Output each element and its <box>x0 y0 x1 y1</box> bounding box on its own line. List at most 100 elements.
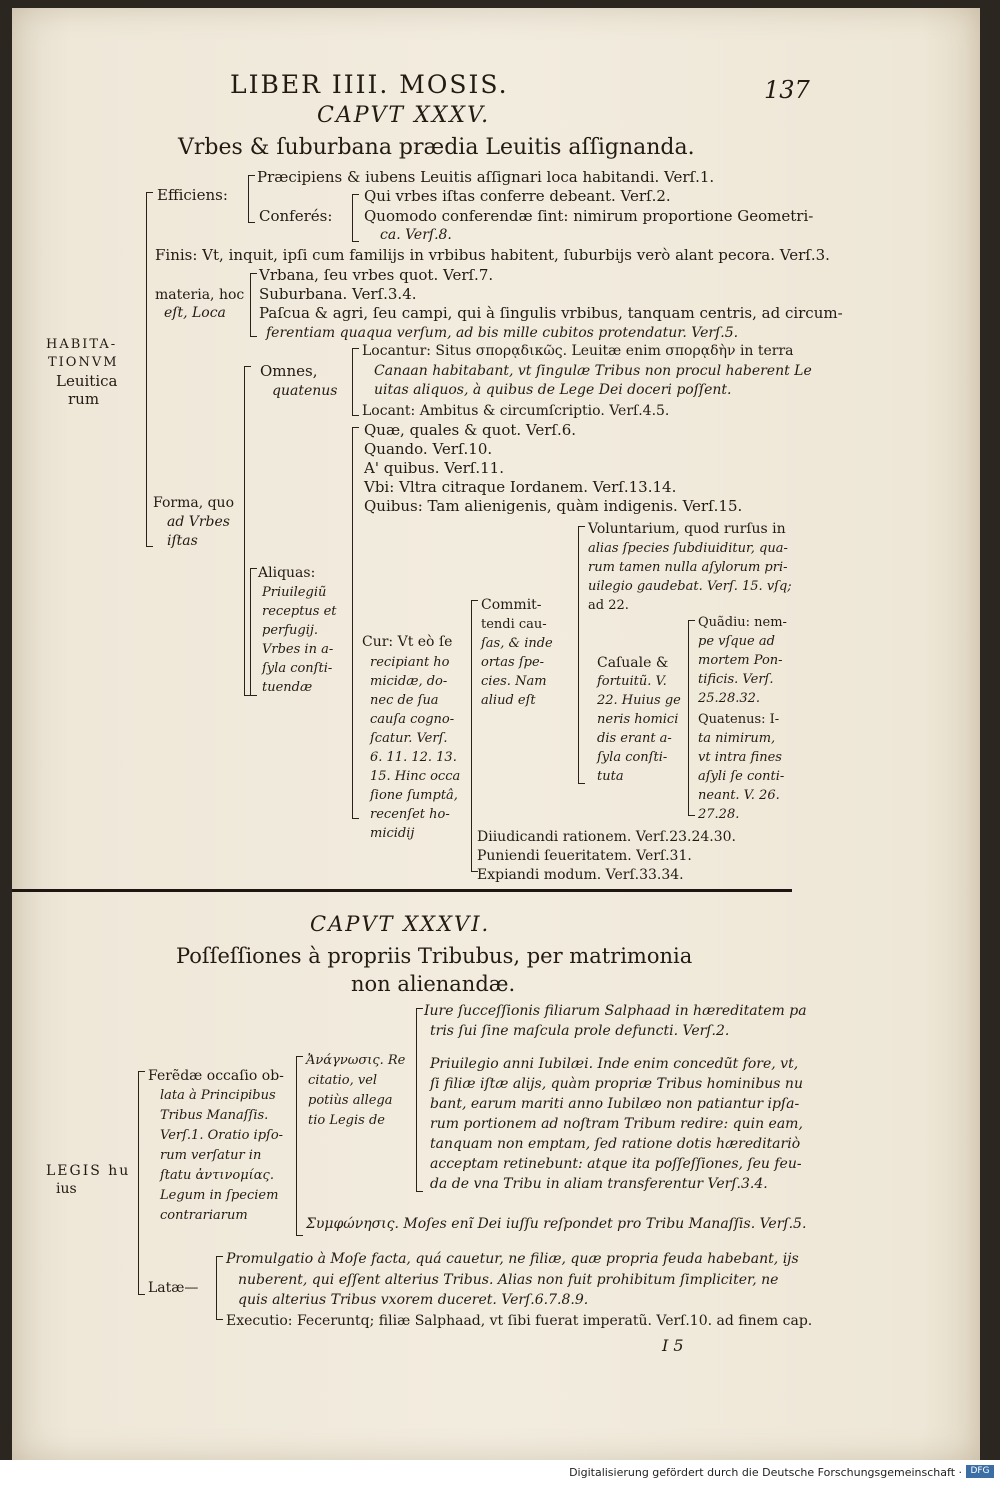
aliquas-brace <box>250 568 257 696</box>
root-legis-1: LEGIS hu <box>46 1163 131 1179</box>
feredae-2: Tribus Manaſſis. <box>160 1108 269 1123</box>
cas-3: neris homici <box>597 712 679 727</box>
symphonesis-line: Συμφώνησις. Moſes enĩ Dei iuſſu reſponde… <box>306 1216 807 1232</box>
priuilegio-6: da de vna Tribu in aliam transferentur V… <box>430 1176 768 1192</box>
cur-9: recenſet ho- <box>370 807 450 822</box>
pascua-line-1: Paſcua & agri, ſeu campi, qui à ſingulis… <box>259 304 843 322</box>
vol-2: rum tamen nulla aſylorum pri- <box>588 560 788 575</box>
commit-2: ſas, & inde <box>481 636 553 651</box>
latae-brace <box>216 1256 223 1320</box>
footer-credit: Digitalisierung gefördert durch die Deut… <box>569 1466 962 1479</box>
feredae-1: lata à Principibus <box>160 1088 276 1103</box>
cas-6: tuta <box>597 769 624 784</box>
latae-label: Latæ— <box>148 1280 199 1296</box>
conferes-brace <box>352 194 359 242</box>
finis-line: Finis: Vt, inquit, ipſi cum familijs in … <box>155 246 830 264</box>
root-habitationum-2: TIONVM <box>48 355 119 370</box>
chapter-36-title-1: Poſſeſſiones à propriis Tribubus, per ma… <box>176 944 693 968</box>
efficiens-label: Efficiens: <box>157 186 228 204</box>
legis-brace <box>138 1071 145 1295</box>
quadiu-1: pe vſque ad <box>698 634 775 649</box>
iure-1: tris ſui ſine maſcula prole defuncti. Ve… <box>430 1023 730 1039</box>
cur-4: cauſa cogno- <box>370 712 455 727</box>
locantur-line-1: Locantur: Situs σπορᾳδικῶς. Leuitæ enim … <box>362 343 794 359</box>
cur-2: micidæ, do- <box>370 674 448 689</box>
commit-0: Commit- <box>481 597 542 613</box>
voluntarium-brace <box>578 526 585 784</box>
vol-1: alias ſpecies ſubdiuiditur, qua- <box>588 541 788 556</box>
efficiens-brace <box>248 175 255 223</box>
cas-4: dis erant a- <box>597 731 672 746</box>
cur-5: ſcatur. Verſ. <box>370 731 448 746</box>
commit-5: aliud eſt <box>481 693 536 708</box>
forma-label-3: iſtas <box>167 533 198 549</box>
cur-10: micidij <box>370 826 415 841</box>
quatenus-3: aſyli ſe conti- <box>698 769 785 784</box>
aliquas-5: ſyla conſti- <box>262 661 333 676</box>
quadiu-0: Quãdiu: nem- <box>698 615 787 630</box>
priuilegio-0: Priuilegio anni Iubilæi. Inde enim conce… <box>430 1056 799 1072</box>
digitization-footer: Digitalisierung gefördert durch die Deut… <box>0 1460 1000 1485</box>
vol-4: ad 22. <box>588 598 629 613</box>
anagnosis-1: citatio, vel <box>308 1073 378 1088</box>
materia-label-2: eſt, Loca <box>164 305 226 321</box>
quadiu-2: mortem Pon- <box>698 653 783 668</box>
quatenus-0: Quatenus: I- <box>698 712 780 727</box>
vbi-line: Vbi: Vltra citraque Iordanem. Verſ.13.14… <box>364 478 677 496</box>
quatenus-4: neant. V. 26. <box>698 788 780 803</box>
priuilegio-3: rum portionem ad noſtram Tribum redire: … <box>430 1116 803 1132</box>
quadiu-3: tificis. Verſ. <box>698 672 774 687</box>
priuilegio-2: bant, earum mariti anno Iubilæo non pati… <box>430 1096 800 1112</box>
priuilegio-1: ſi filiæ iſtæ alijs, quàm propriæ Tribus… <box>430 1076 803 1092</box>
cur-3: nec de ſua <box>370 693 439 708</box>
forma-label-2: ad Vrbes <box>167 514 230 530</box>
aliquas-2: receptus et <box>262 604 337 619</box>
feredae-4: rum verſatur in <box>160 1148 262 1163</box>
caput-36: CAPVT XXXVI. <box>310 912 491 936</box>
anagnosis-3: tio Legis de <box>308 1113 385 1128</box>
diiudicandi-line: Diiudicandi rationem. Verſ.23.24.30. <box>477 829 737 845</box>
anagnosis-0: Ἀνάγνωσις. Re <box>306 1053 406 1068</box>
puniendi-line: Puniendi ſeueritatem. Verſ.31. <box>477 848 692 864</box>
quomodo-line-1: Quomodo conferendæ ſint: nimirum proport… <box>364 207 814 225</box>
priuilegio-5: acceptam retinebunt: atque ita poſſeſſio… <box>430 1156 802 1172</box>
aquibus-line: A' quibus. Verſ.11. <box>364 459 504 477</box>
chapter-35-title: Vrbes & ſuburbana prædia Leuitis aſſigna… <box>178 135 695 160</box>
aliquas-outer-brace <box>352 427 359 819</box>
anagnosis-2: potiùs allega <box>308 1093 393 1108</box>
quadiu-4: 25.28.32. <box>698 691 761 706</box>
materia-brace <box>250 273 257 337</box>
dfg-logo: DFG <box>966 1465 994 1478</box>
conferes-label: Conferés: <box>259 207 333 225</box>
forma-brace <box>244 366 251 696</box>
commit-3: ortas ſpe- <box>481 655 545 670</box>
priuilegio-4: tanquam non emptam, ſed ratione dotis hæ… <box>430 1136 801 1152</box>
cas-2: 22. Huius ge <box>597 693 681 708</box>
quatenus-2: vt intra fines <box>698 750 782 765</box>
cur-0: Cur: Vt eò ſe <box>362 634 453 650</box>
cur-1: recipiant ho <box>370 655 450 670</box>
iure-brace <box>416 1008 423 1192</box>
cur-8: ſione ſumptâ, <box>370 788 458 803</box>
commit-brace <box>471 600 478 872</box>
root-habitationum-4: rum <box>68 390 100 408</box>
caput-35: CAPVT XXXV. <box>317 103 491 128</box>
suburbana-line: Suburbana. Verſ.3.4. <box>259 285 417 303</box>
quibus-line: Quibus: Tam alienigenis, quàm indigenis.… <box>364 497 743 515</box>
materia-label-1: materia, hoc <box>155 287 245 303</box>
vol-3: uilegio gaudebat. Verſ. 15. vſq; <box>588 579 792 594</box>
urbana-line: Vrbana, ſeu vrbes quot. Verſ.7. <box>259 266 494 284</box>
cur-7: 15. Hinc occa <box>370 769 461 784</box>
iure-0: Iure ſucceſſionis filiarum Salphaad in h… <box>424 1003 807 1019</box>
aliquas-4: Vrbes in a- <box>262 642 334 657</box>
locantur-line-2: Canaan habitabant, vt ſingulæ Tribus non… <box>374 363 812 379</box>
promulgatio-0: Promulgatio à Moſe facta, quá cauetur, n… <box>226 1251 799 1267</box>
feredae-5: ſtatu ἀντινομίας. <box>160 1168 274 1183</box>
book-page: LIBER IIII. MOSIS. 137 CAPVT XXXV. Vrbes… <box>12 8 980 1460</box>
root-legis-2: ius <box>56 1181 77 1197</box>
executio-line: Executio: Feceruntq; filiæ Salphaad, vt … <box>226 1313 813 1329</box>
quomodo-line-2: ca. Verſ.8. <box>380 227 452 243</box>
omnes-label-2: quatenus <box>272 383 338 399</box>
feredae-3: Verſ.1. Oratio ipſo- <box>160 1128 284 1143</box>
quando-line: Quando. Verſ.10. <box>364 440 493 458</box>
